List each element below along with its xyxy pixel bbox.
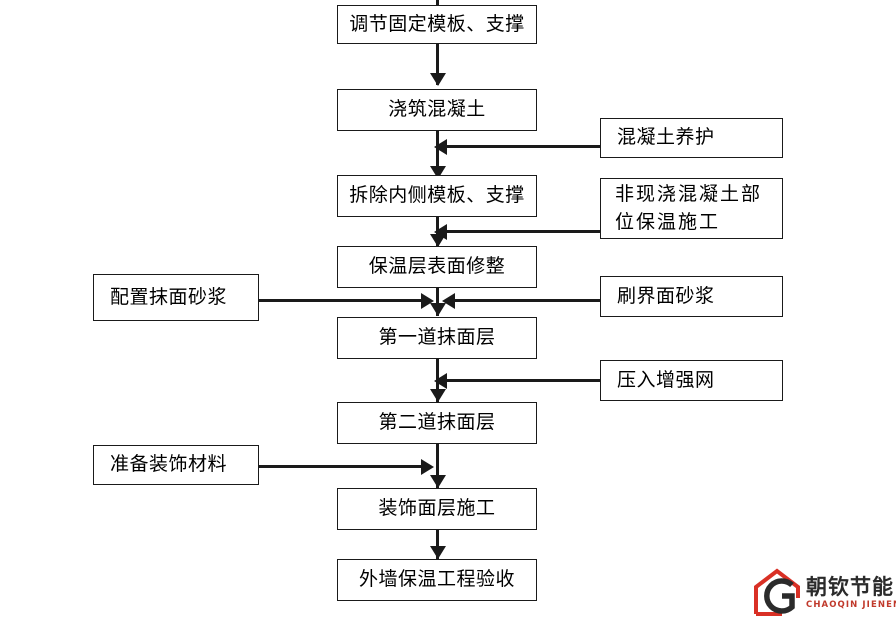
connector-top-stub xyxy=(436,0,439,6)
arrowhead-r1 xyxy=(434,138,447,155)
arrowhead-n6-n7 xyxy=(430,475,446,488)
connector-n1-n2 xyxy=(436,43,439,85)
connector-n6-n7 xyxy=(436,444,439,488)
arrowhead-n1-n2 xyxy=(430,73,446,86)
flow-node-decorative-layer-construction[interactable]: 装饰面层施工 xyxy=(337,488,537,530)
arrowhead-r4 xyxy=(434,372,447,389)
connector-n7-n8 xyxy=(436,530,439,559)
connector-r2-to-main xyxy=(440,230,600,233)
arrowhead-r2 xyxy=(434,223,447,240)
logo-company-name-en: CHAOQIN JIENENG xyxy=(806,599,896,610)
flow-node-prepare-plaster-mortar[interactable]: 配置抹面砂浆 xyxy=(93,274,259,321)
arrowhead-r3 xyxy=(442,292,455,309)
connector-l1-to-main xyxy=(259,299,423,302)
flow-node-prepare-decor-materials[interactable]: 准备装饰材料 xyxy=(93,445,259,485)
logo-text-block: 朝钦节能 CHAOQIN JIENENG xyxy=(806,576,896,610)
flow-node-non-cast-insulation-line2: 位保温施工 xyxy=(615,210,721,233)
arrowhead-n5-n6 xyxy=(430,389,446,402)
connector-r4-to-main xyxy=(440,379,600,382)
flow-node-pour-concrete[interactable]: 浇筑混凝土 xyxy=(337,89,537,131)
flow-node-first-plaster-layer[interactable]: 第一道抹面层 xyxy=(337,317,537,359)
logo-company-name-cn: 朝钦节能 xyxy=(806,574,894,599)
flow-node-press-reinforcing-mesh[interactable]: 压入增强网 xyxy=(600,360,783,401)
connector-n4-n5 xyxy=(436,287,439,316)
arrowhead-l2 xyxy=(421,458,434,475)
house-g-mark-icon xyxy=(752,568,804,618)
flow-node-non-cast-insulation-line1: 非现浇混凝土部 xyxy=(615,182,763,205)
flow-node-non-cast-insulation[interactable]: 非现浇混凝土部 位保温施工 xyxy=(600,178,783,239)
flow-node-insulation-surface-trim[interactable]: 保温层表面修整 xyxy=(337,246,537,288)
connector-n2-n3 xyxy=(436,131,439,179)
flow-node-remove-inner-formwork[interactable]: 拆除内侧模板、支撑 xyxy=(337,175,537,217)
arrowhead-n7-n8 xyxy=(430,546,446,559)
arrowhead-l1 xyxy=(421,292,434,309)
company-logo: 朝钦节能 CHAOQIN JIENENG xyxy=(752,566,896,620)
flow-node-brush-interface-mortar[interactable]: 刷界面砂浆 xyxy=(600,276,783,317)
connector-l2-to-main xyxy=(259,465,423,468)
flow-node-second-plaster-layer[interactable]: 第二道抹面层 xyxy=(337,402,537,444)
connector-r3-to-main xyxy=(450,299,600,302)
flow-node-insulation-acceptance[interactable]: 外墙保温工程验收 xyxy=(337,559,537,601)
connector-r1-to-main xyxy=(440,145,600,148)
flow-node-concrete-curing[interactable]: 混凝土养护 xyxy=(600,118,783,158)
flow-node-adjust-fix-formwork[interactable]: 调节固定模板、支撑 xyxy=(337,5,537,44)
